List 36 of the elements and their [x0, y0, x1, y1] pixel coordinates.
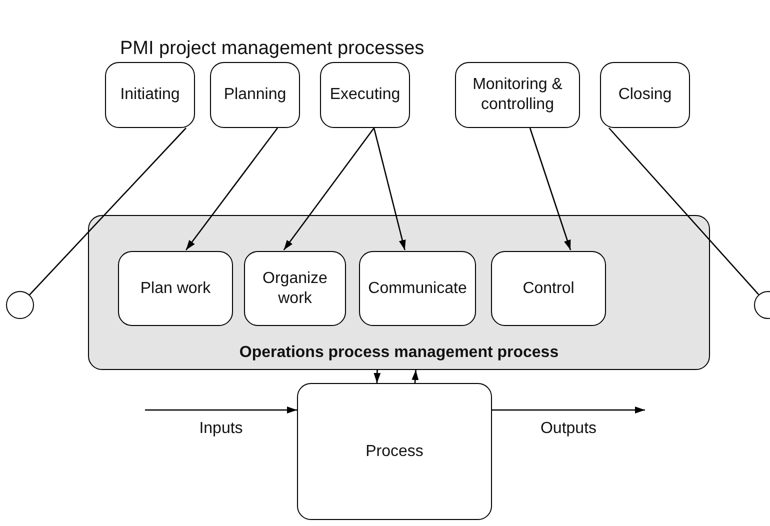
process-box — [600, 62, 690, 128]
node-label: Plan work — [140, 278, 211, 298]
arrow — [145, 406, 297, 414]
process-box — [105, 62, 195, 128]
process-box — [320, 62, 410, 128]
node-label: Organize work — [262, 268, 328, 308]
arrow — [185, 128, 278, 250]
node-label: Monitoring & controlling — [472, 75, 564, 115]
task-box — [359, 251, 476, 326]
connector-line — [608, 128, 760, 296]
arrow — [529, 128, 572, 250]
arrow — [492, 406, 645, 414]
node-label: Initiating — [120, 85, 180, 105]
node-label: Executing — [330, 85, 400, 105]
arrow — [283, 128, 375, 250]
task-box — [244, 251, 346, 326]
arrow — [412, 370, 419, 384]
task-box — [491, 251, 606, 326]
process-box — [297, 383, 492, 520]
node-label: Closing — [618, 85, 672, 105]
diagram-title: PMI project management processes — [120, 38, 424, 60]
edge-label: Inputs — [198, 420, 244, 438]
edge-label: Outputs — [539, 420, 598, 438]
node-label: Control — [522, 278, 574, 298]
task-box — [118, 251, 233, 326]
arrow — [374, 370, 381, 384]
panel-heading: Operations process management process — [239, 343, 559, 363]
connector-line — [29, 128, 186, 296]
node-label: Communicate — [368, 278, 467, 298]
process-box — [210, 62, 300, 128]
node-label: Process — [366, 442, 424, 462]
node-label: Planning — [224, 85, 286, 105]
connector-circle — [6, 291, 34, 319]
arrow — [373, 128, 406, 250]
process-box — [455, 62, 580, 128]
group-panel — [88, 215, 710, 370]
